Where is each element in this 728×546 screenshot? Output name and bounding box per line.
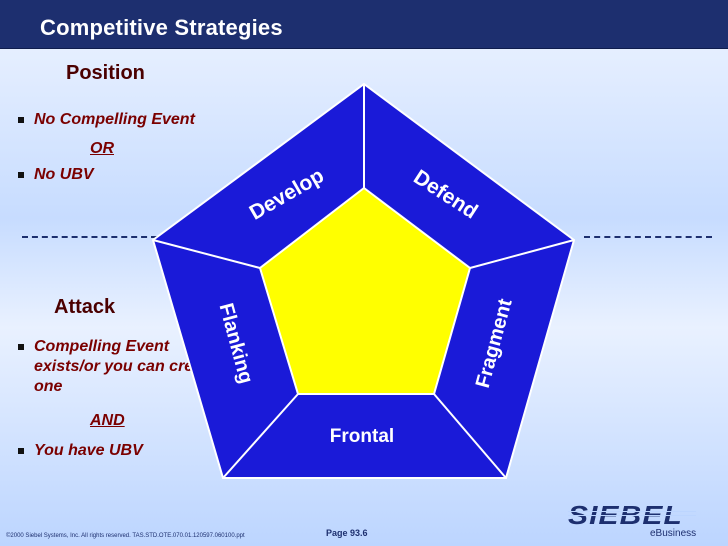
dashed-divider-right <box>584 236 712 238</box>
bullet-text: Compelling Event exists/or you can creat… <box>34 338 217 395</box>
bullet-text: No UBV <box>34 166 94 183</box>
dashed-divider-left <box>22 236 157 238</box>
segment-label-frontal: Frontal <box>330 426 394 447</box>
attack-list-2: You have UBV <box>18 441 143 461</box>
slide-title: Competitive Strategies <box>40 15 283 40</box>
divider-left <box>152 239 261 269</box>
bullet-square-icon <box>18 117 24 123</box>
attack-heading: Attack <box>54 296 116 318</box>
attack-list: Compelling Event exists/or you can creat… <box>18 337 228 397</box>
and-conjunction: AND <box>90 412 125 429</box>
divider-bottom-right <box>433 393 507 479</box>
bullet-square-icon <box>18 344 24 350</box>
list-item: You have UBV <box>18 441 143 461</box>
bullet-text: No Compelling Event <box>34 111 195 128</box>
siebel-logo: SIEBEL eBusiness <box>568 500 718 540</box>
logo-stripes <box>568 511 696 516</box>
divider-bottom-left <box>222 393 299 479</box>
position-heading: Position <box>66 62 145 84</box>
logo-tagline: eBusiness <box>650 528 697 539</box>
copyright-text: ©2000 Siebel Systems, Inc. All rights re… <box>6 533 245 539</box>
list-item: No Compelling Event <box>18 110 195 130</box>
bullet-square-icon <box>18 448 24 454</box>
position-list-2: No UBV <box>18 165 94 185</box>
bullet-square-icon <box>18 172 24 178</box>
divider-right <box>469 239 575 269</box>
bullet-text: You have UBV <box>34 442 143 459</box>
page-number: Page 93.6 <box>326 528 368 538</box>
inner-pentagon <box>258 186 472 395</box>
list-item: No UBV <box>18 165 94 185</box>
position-list: No Compelling Event <box>18 110 195 130</box>
list-item: Compelling Event exists/or you can creat… <box>18 337 228 397</box>
or-conjunction: OR <box>90 140 114 157</box>
title-bar: Competitive Strategies <box>0 0 728 49</box>
